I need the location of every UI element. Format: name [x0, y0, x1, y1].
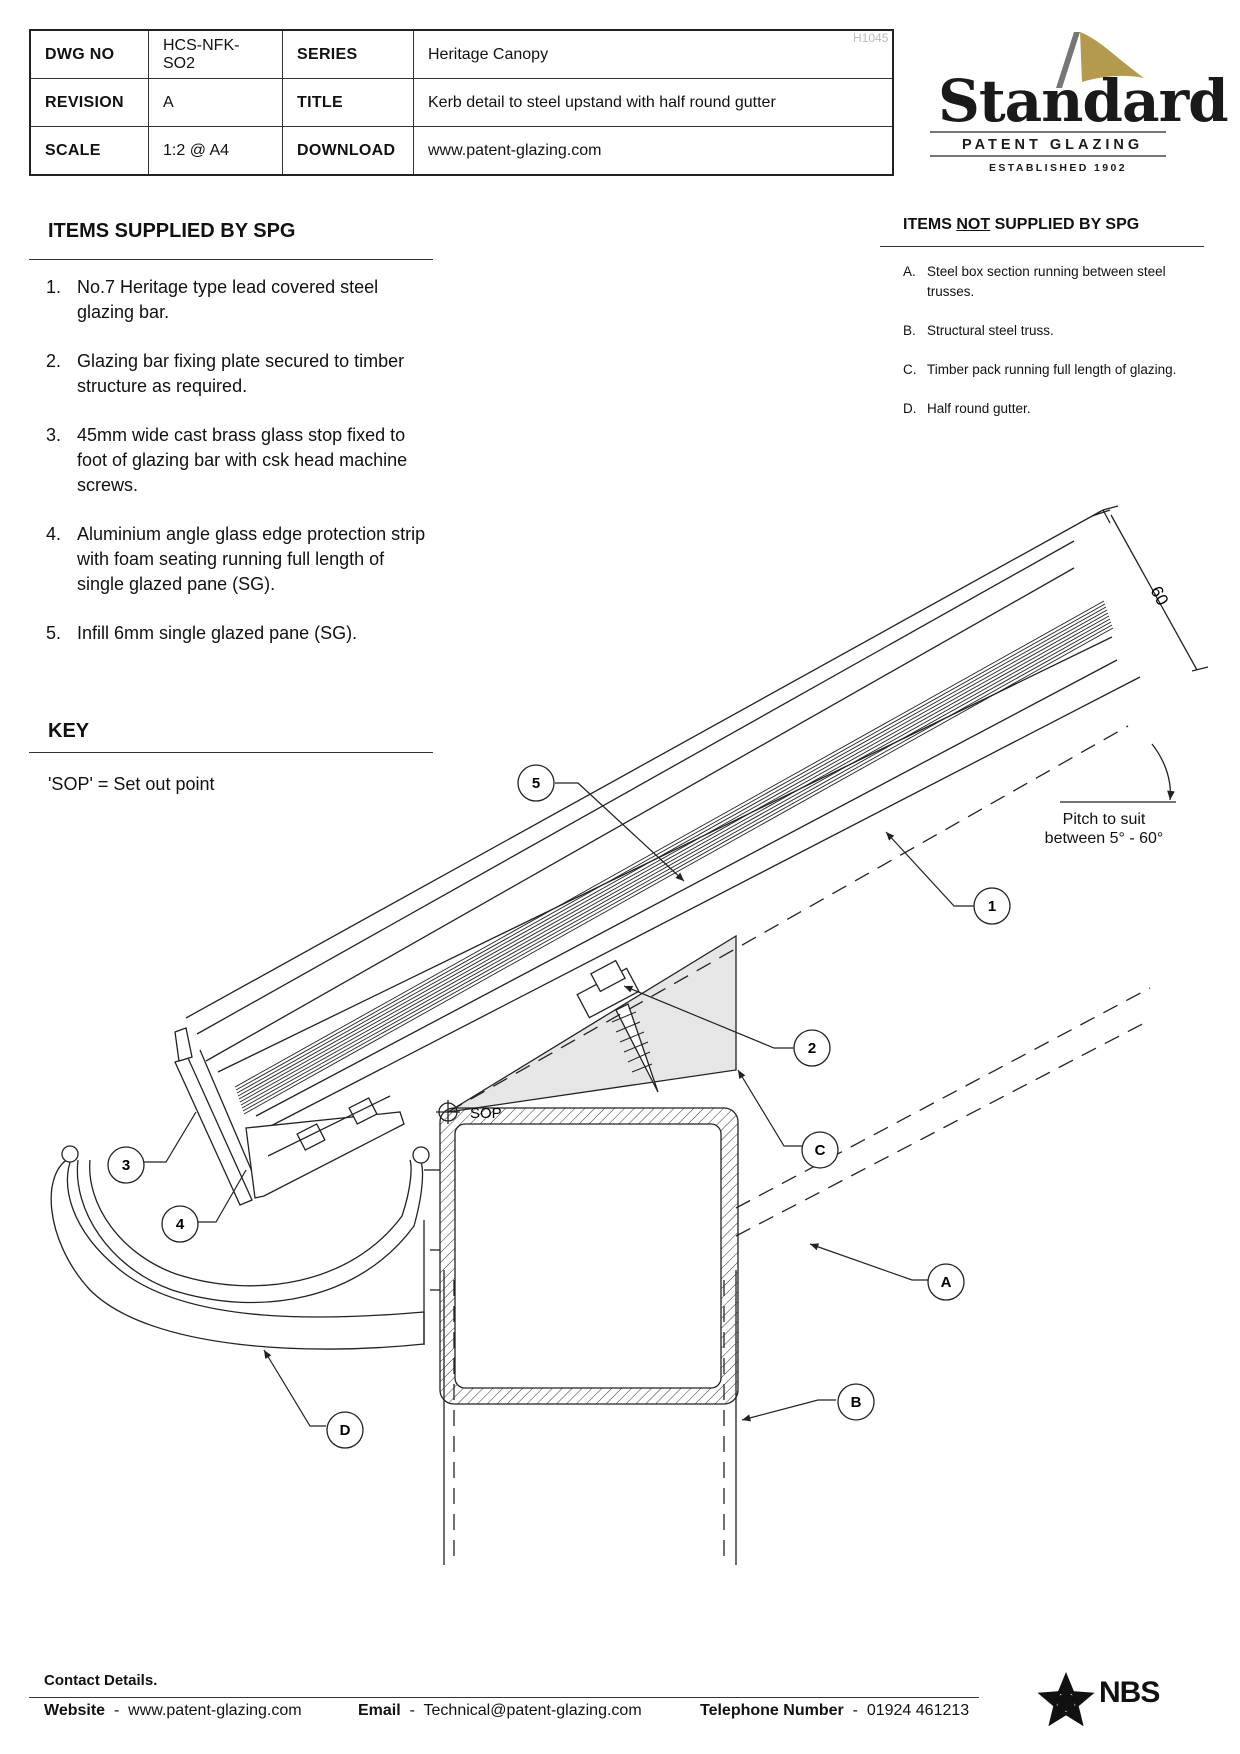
logo-subtitle: PATENT GLAZING [962, 137, 1144, 153]
svg-text:C: C [815, 1142, 826, 1159]
key-heading: KEY [48, 720, 90, 742]
svg-text:1: 1 [988, 898, 996, 915]
revision-value: A [148, 78, 283, 127]
sop-label: SOP [470, 1105, 502, 1122]
scale-value: 1:2 @ A4 [148, 126, 283, 176]
key-text: 'SOP' = Set out point [48, 774, 215, 794]
supplied-list: 1.No.7 Heritage type lead covered steel … [46, 275, 436, 670]
cap-line [185, 509, 1104, 1019]
timber-pack [447, 934, 737, 1113]
callout-4: 4 [161, 1205, 199, 1243]
website-link[interactable]: www.patent-glazing.com [128, 1702, 302, 1719]
not-supplied-rule [880, 246, 1204, 247]
svg-text:3: 3 [122, 1157, 130, 1174]
list-item: D.Half round gutter. [903, 401, 1031, 416]
drawing-ref: H1045 [853, 31, 889, 45]
pitch-note: Pitch to suit between 5° - 60° [1044, 811, 1164, 847]
callout-c: C [801, 1131, 839, 1169]
svg-text:5: 5 [532, 775, 540, 792]
list-item: 2.Glazing bar fixing plate secured to ti… [46, 351, 405, 396]
flag-logo-icon [1056, 32, 1144, 88]
list-item: 3.45mm wide cast brass glass stop fixed … [46, 425, 408, 495]
svg-text:D: D [340, 1422, 351, 1439]
callout-3: 3 [107, 1146, 145, 1184]
supplied-heading: ITEMS SUPPLIED BY SPG [48, 220, 296, 242]
fixing-screw [615, 1003, 659, 1093]
bar-line [217, 636, 1113, 1073]
revision-label: REVISION [29, 78, 149, 127]
download-value: www.patent-glazing.com [413, 126, 894, 176]
title-value: Kerb detail to steel upstand with half r… [413, 78, 894, 127]
svg-text:A: A [941, 1274, 952, 1291]
download-label: DOWNLOAD [282, 126, 414, 176]
callout-5: 5 [517, 764, 555, 802]
contact-title: Contact Details. [44, 1672, 158, 1689]
series-label: SERIES [282, 29, 414, 79]
list-item: A.Steel box section running between stee… [903, 264, 1166, 299]
title-label: TITLE [282, 78, 414, 127]
svg-text:2: 2 [808, 1040, 816, 1057]
not-supplied-heading: ITEMS NOT SUPPLIED BY SPG [903, 216, 1140, 233]
contact-website: Website - www.patent-glazing.com [44, 1702, 302, 1719]
list-item: 5.Infill 6mm single glazed pane (SG). [46, 623, 358, 643]
supplied-rule [29, 259, 433, 260]
not-supplied-list: A.Steel box section running between stee… [903, 262, 1203, 438]
list-item: C.Timber pack running full length of gla… [903, 362, 1177, 377]
svg-text:B: B [851, 1394, 862, 1411]
bar-line-lowest [262, 676, 1141, 1131]
glass-top-edge [196, 540, 1075, 1035]
contact-email: Email - Technical@patent-glazing.com [358, 1702, 642, 1719]
callout-2: 2 [793, 1029, 831, 1067]
nbs-logo-icon [1037, 1672, 1095, 1727]
dwg-no-value: HCS-NFK-SO2 [148, 29, 283, 79]
logo-established: ESTABLISHED 1902 [989, 162, 1127, 174]
logo-wordmark: Standard [938, 67, 1229, 135]
list-item: B.Structural steel truss. [903, 323, 1054, 338]
list-item: 4.Aluminium angle glass edge protection … [46, 524, 426, 594]
callout-1: 1 [973, 887, 1011, 925]
callout-b: B [837, 1383, 875, 1421]
email-link[interactable]: Technical@patent-glazing.com [423, 1702, 642, 1719]
list-item: 1.No.7 Heritage type lead covered steel … [46, 277, 379, 322]
scale-label: SCALE [29, 126, 149, 176]
phone-value: 01924 461213 [866, 1702, 970, 1719]
svg-text:4: 4 [176, 1216, 185, 1233]
logo-rule-bottom [930, 155, 1166, 157]
callout-a: A [927, 1263, 965, 1301]
title-block: DWG NO HCS-NFK-SO2 SERIES Heritage Canop… [29, 29, 894, 176]
callout-d: D [326, 1411, 364, 1449]
bar-line-lower [255, 659, 1118, 1117]
logo-rule-top [930, 131, 1166, 133]
key-rule [29, 752, 433, 753]
glass-line [205, 567, 1075, 1062]
contact-phone: Telephone Number - 01924 461213 [700, 1702, 970, 1719]
nbs-wordmark: NBS [1099, 1676, 1160, 1709]
contact-rule [29, 1697, 979, 1698]
